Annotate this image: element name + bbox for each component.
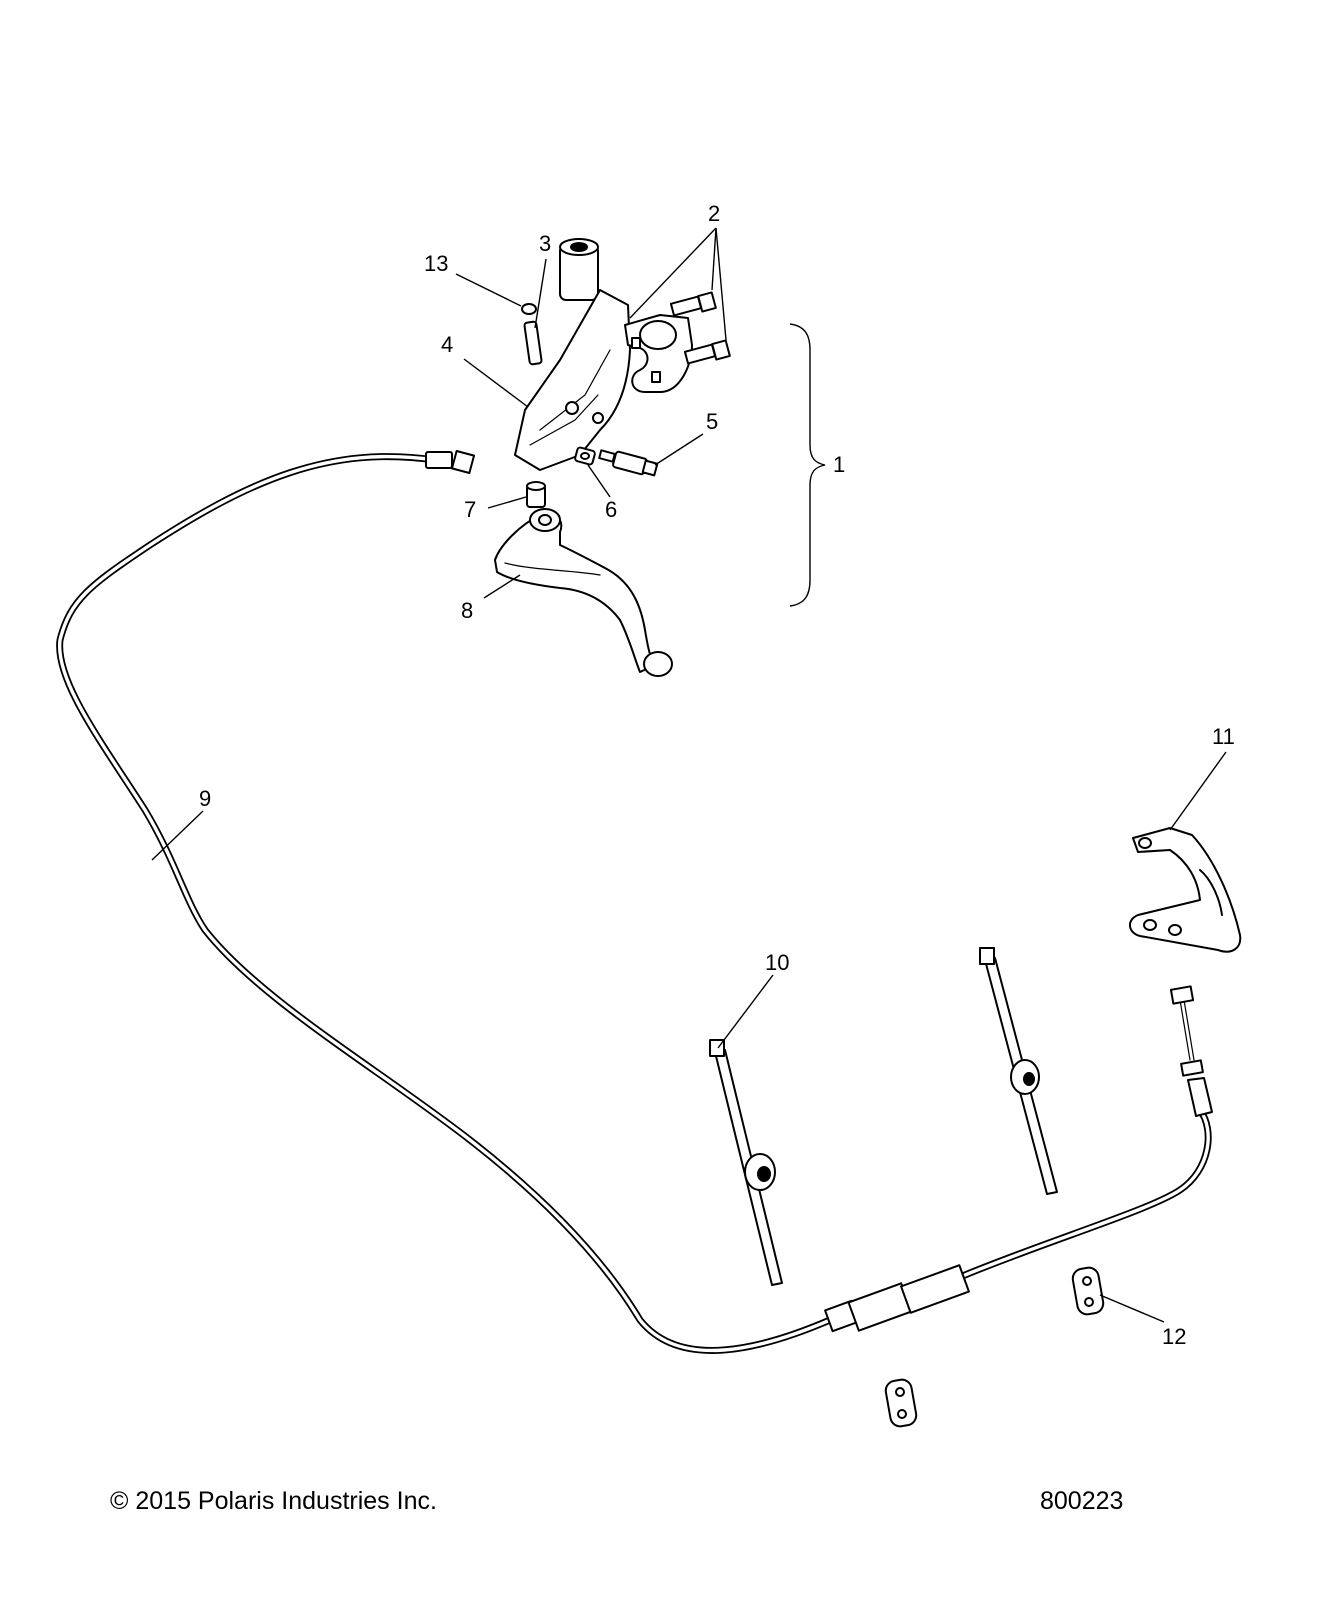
callout-4: 4 — [441, 332, 453, 357]
bracket-11 — [1129, 827, 1242, 953]
nut-6 — [574, 446, 596, 466]
assembly-brace-1 — [789, 323, 826, 607]
copyright-notice: © 2015 Polaris Industries Inc. — [110, 1487, 437, 1515]
callout-10: 10 — [765, 950, 789, 975]
cable-assembly-9 — [56, 449, 1213, 1354]
clamp-screw-2-b — [683, 339, 731, 365]
lever-8 — [494, 508, 673, 677]
adjuster-5 — [598, 449, 659, 477]
callout-7: 7 — [464, 497, 476, 522]
cable-end-fitting — [425, 449, 476, 475]
callout-12: 12 — [1162, 1324, 1186, 1349]
bushing-7 — [526, 481, 546, 508]
lever-bracket-4 — [514, 238, 631, 471]
callout-1: 1 — [833, 452, 845, 477]
pin-3 — [523, 320, 543, 366]
cable-lower-end — [1169, 985, 1213, 1117]
callout-8: 8 — [461, 598, 473, 623]
callout-11: 11 — [1212, 724, 1235, 749]
plug-13 — [521, 303, 537, 315]
clamp-screw-2-a — [669, 291, 717, 317]
plate-12-a — [1071, 1266, 1105, 1316]
cable-adjuster — [824, 1264, 970, 1333]
plate-12-b — [884, 1378, 918, 1428]
callout-13: 13 — [424, 251, 448, 276]
clamp-2 — [624, 314, 693, 393]
callout-2: 2 — [708, 201, 720, 226]
leader-lines — [151, 227, 1227, 1323]
callout-3: 3 — [539, 231, 551, 256]
callout-9: 9 — [199, 786, 211, 811]
cable-tie-10-b — [979, 947, 1058, 1195]
cable-tie-10-a — [709, 1039, 783, 1286]
callout-5: 5 — [706, 409, 718, 434]
drawing-number: 800223 — [1040, 1487, 1124, 1515]
callout-6: 6 — [605, 497, 617, 522]
